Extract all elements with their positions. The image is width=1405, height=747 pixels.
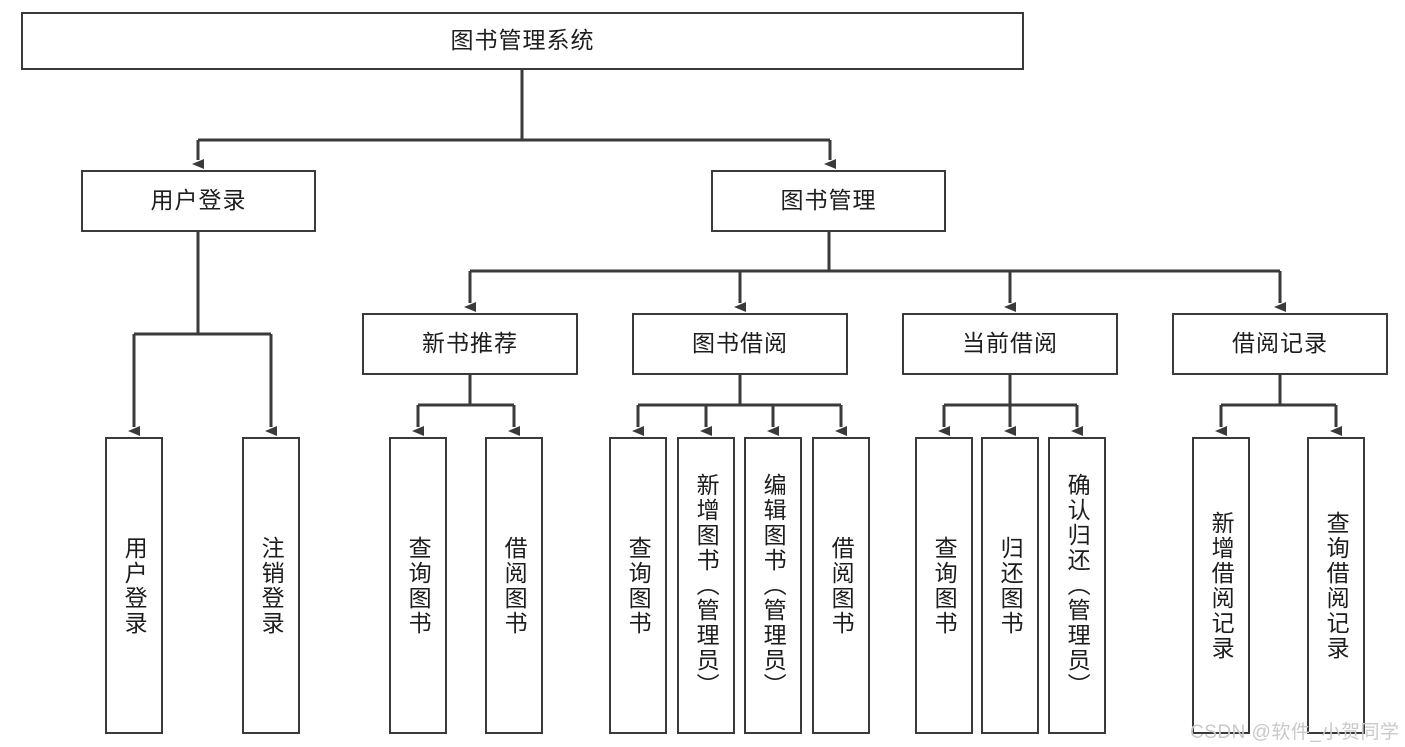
node-label: 当前借阅: [962, 330, 1058, 357]
node-label: 借阅图书: [828, 535, 855, 636]
node-book-management[interactable]: 图书管理: [711, 170, 946, 232]
node-label: 借阅图书: [501, 535, 528, 636]
node-label: 图书管理: [780, 187, 877, 214]
watermark: CSDN @软件_小贺同学: [1190, 722, 1400, 743]
node-current-borrow[interactable]: 当前借阅: [902, 313, 1118, 375]
node-root-book-management-system[interactable]: 图书管理系统: [21, 12, 1024, 70]
leaf-logout-login[interactable]: 注销登录: [242, 437, 300, 734]
node-label: 新书推荐: [422, 330, 518, 357]
node-label: 新增借阅记录: [1208, 510, 1235, 661]
leaf-return-book[interactable]: 归还图书: [981, 437, 1039, 734]
leaf-query-book-borrow[interactable]: 查询图书: [609, 437, 667, 734]
leaf-query-book-recommend[interactable]: 查询图书: [389, 437, 447, 734]
node-book-borrow[interactable]: 图书借阅: [632, 313, 848, 375]
leaf-borrow-book[interactable]: 借阅图书: [812, 437, 870, 734]
leaf-add-book-admin[interactable]: 新增图书（管理员）: [677, 437, 735, 734]
leaf-edit-book-admin[interactable]: 编辑图书（管理员）: [744, 437, 802, 734]
node-label: 用户登录: [121, 535, 148, 636]
node-label: 确认归还（管理员）: [1064, 473, 1091, 698]
leaf-confirm-return-admin[interactable]: 确认归还（管理员）: [1048, 437, 1106, 734]
node-label: 借阅记录: [1232, 330, 1328, 357]
node-label: 查询图书: [625, 535, 652, 636]
node-label: 图书管理系统: [450, 27, 595, 54]
node-label: 查询图书: [931, 535, 958, 636]
node-label: 用户登录: [150, 187, 247, 214]
node-label: 编辑图书（管理员）: [760, 473, 787, 698]
node-new-book-recommend[interactable]: 新书推荐: [362, 313, 578, 375]
node-borrow-record[interactable]: 借阅记录: [1172, 313, 1388, 375]
node-label: 查询借阅记录: [1323, 510, 1350, 661]
node-label: 新增图书（管理员）: [693, 473, 720, 698]
node-label: 图书借阅: [692, 330, 788, 357]
node-user-login[interactable]: 用户登录: [81, 170, 316, 232]
node-label: 归还图书: [997, 535, 1024, 636]
leaf-query-borrow-record[interactable]: 查询借阅记录: [1307, 437, 1365, 734]
leaf-user-login[interactable]: 用户登录: [105, 437, 163, 734]
node-label: 注销登录: [258, 535, 285, 636]
leaf-borrow-book-recommend[interactable]: 借阅图书: [485, 437, 543, 734]
leaf-add-borrow-record[interactable]: 新增借阅记录: [1192, 437, 1250, 734]
leaf-query-book-current[interactable]: 查询图书: [915, 437, 973, 734]
node-label: 查询图书: [405, 535, 432, 636]
